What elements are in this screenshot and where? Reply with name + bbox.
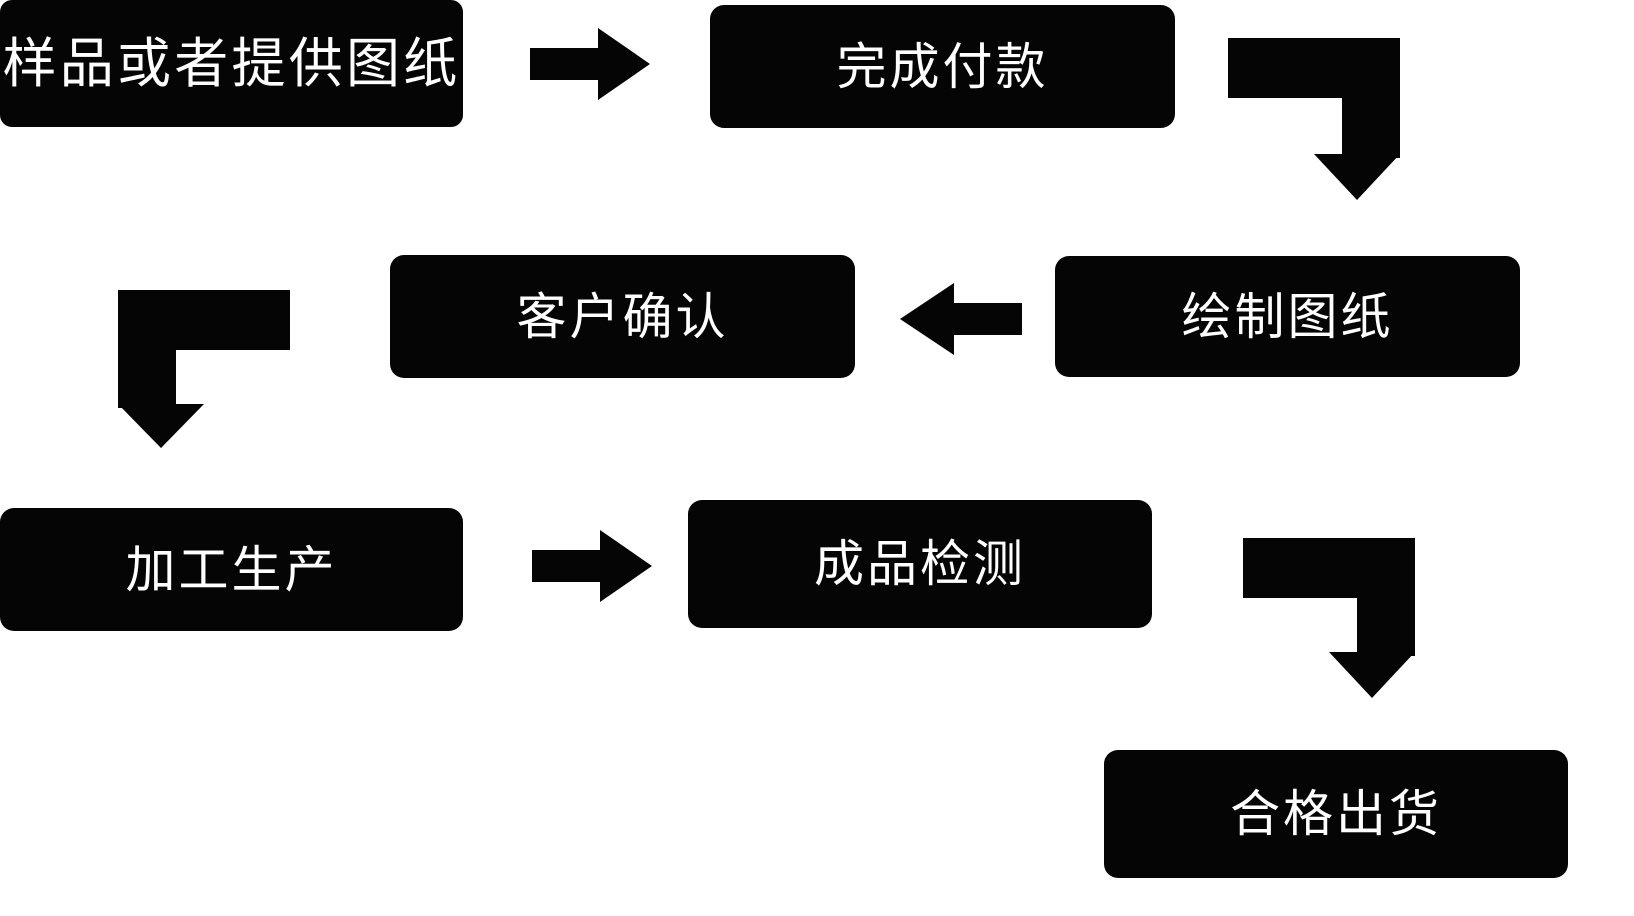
- flow-node-confirm[interactable]: 客户确认: [390, 255, 855, 378]
- arrow-drawing-to-confirm-icon: [900, 283, 1022, 355]
- flow-node-production[interactable]: 加工生产: [0, 508, 463, 631]
- flow-node-inspection[interactable]: 成品检测: [688, 500, 1152, 628]
- arrow-sample-to-payment-icon: [530, 28, 650, 100]
- flow-node-shipping[interactable]: 合格出货: [1104, 750, 1568, 878]
- flow-node-drawing[interactable]: 绘制图纸: [1055, 256, 1520, 377]
- flow-node-inspection-label: 成品检测: [814, 536, 1026, 592]
- arrow-payment-to-drawing-elbow-icon: [1228, 38, 1400, 200]
- arrow-confirm-to-production-elbow-icon: [118, 290, 290, 448]
- flow-node-confirm-label: 客户确认: [516, 288, 729, 345]
- flow-node-drawing-label: 绘制图纸: [1181, 288, 1394, 345]
- arrow-inspection-to-shipping-elbow-icon: [1243, 538, 1415, 698]
- flow-node-production-label: 加工生产: [125, 541, 338, 598]
- flow-node-sample[interactable]: 样品或者提供图纸: [0, 0, 463, 127]
- flow-node-payment[interactable]: 完成付款: [710, 5, 1175, 128]
- arrow-production-to-inspection-icon: [532, 530, 652, 602]
- flow-node-sample-label: 样品或者提供图纸: [2, 33, 461, 94]
- flow-node-shipping-label: 合格出货: [1230, 786, 1442, 842]
- flow-node-payment-label: 完成付款: [836, 38, 1049, 95]
